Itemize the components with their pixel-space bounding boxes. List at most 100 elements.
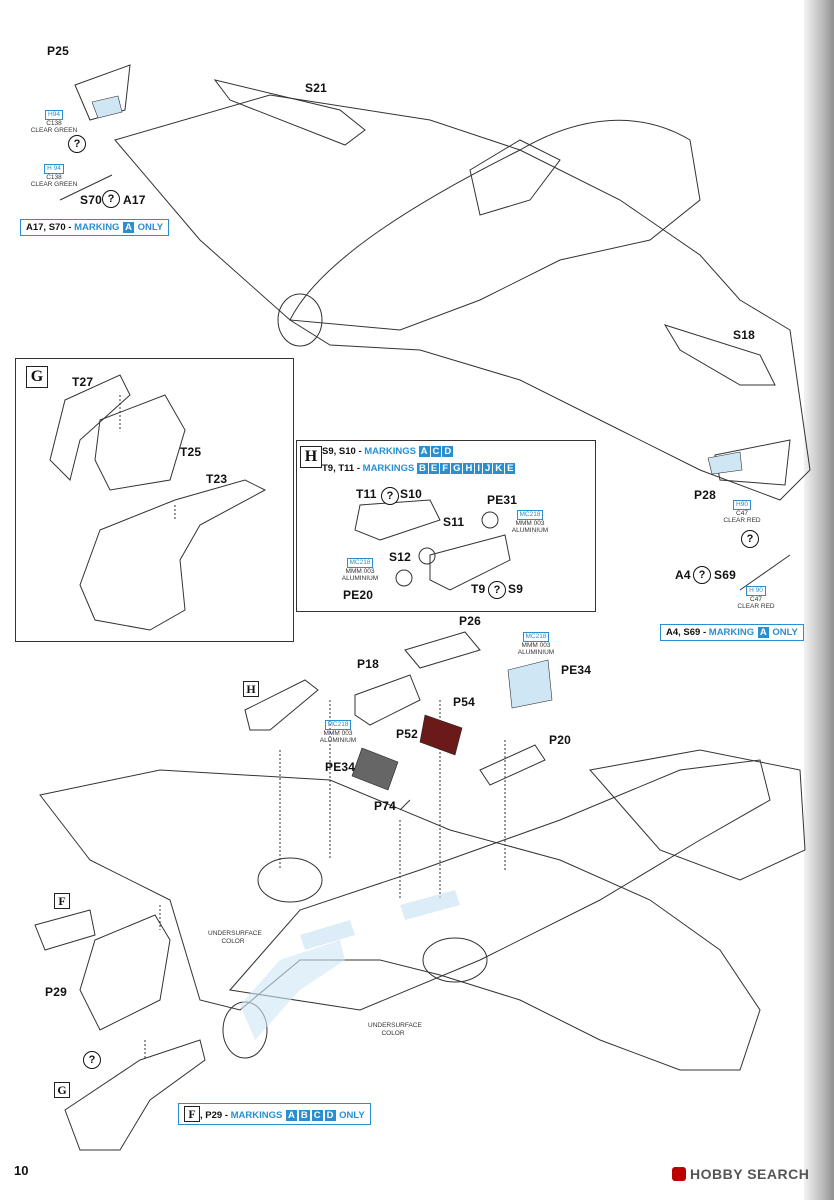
red-panel-p52 xyxy=(419,714,463,756)
label-pe31: PE31 xyxy=(487,493,518,507)
label-p28: P28 xyxy=(694,488,716,502)
p18-part xyxy=(354,674,421,726)
f-note-callout: F xyxy=(184,1106,200,1122)
underside-nose xyxy=(240,940,345,1040)
h-row1-prefix: S9, S10 - xyxy=(322,446,365,457)
f-note-chip: C xyxy=(311,1110,323,1121)
pe20-part xyxy=(395,569,413,587)
color-tag-clear-red-2: H 90 C47 CLEAR RED xyxy=(732,586,780,611)
color-name: ALUMINIUM xyxy=(511,527,549,534)
underside-note-2: UNDERSURFACE COLOR xyxy=(368,1022,422,1037)
underside-panel-1 xyxy=(300,920,355,950)
color-code-2: MMM 003 xyxy=(323,729,353,737)
label-s12: S12 xyxy=(389,550,411,564)
p74-part xyxy=(399,799,411,811)
cockpit-upper xyxy=(469,139,561,216)
label-s21: S21 xyxy=(305,81,327,95)
label-p20: P20 xyxy=(549,733,571,747)
underside-panel-2 xyxy=(400,890,460,920)
s21-flap xyxy=(213,79,366,146)
page-number: 10 xyxy=(14,1163,29,1178)
h-nose-part xyxy=(244,679,319,731)
upper-wing xyxy=(114,94,811,501)
t23-part xyxy=(79,479,267,631)
h-row2-chip: B xyxy=(417,463,428,474)
label-p29: P29 xyxy=(45,985,67,999)
color-tag-clear-green-1: H94 C138 CLEAR GREEN xyxy=(30,110,78,135)
f-note-word: MARKINGS xyxy=(230,1110,283,1121)
color-code-2: C47 xyxy=(736,509,748,517)
f-note-chip: B xyxy=(298,1110,310,1121)
grille-pe34 xyxy=(351,747,399,791)
color-tag-clear-red-1: H90 C47 CLEAR RED xyxy=(718,500,766,525)
question-mark-1: ? xyxy=(68,135,86,153)
label-pe34-a: PE34 xyxy=(561,663,592,677)
h-row1-chip: D xyxy=(442,446,454,457)
a17-note-word: MARKING xyxy=(74,222,120,233)
color-name: ALUMINIUM xyxy=(341,575,379,582)
label-p54: P54 xyxy=(453,695,475,709)
lower-wing xyxy=(39,769,761,1071)
s12-part xyxy=(418,547,436,565)
h-row2-word: MARKINGS xyxy=(362,463,415,474)
color-code-2: MMM 003 xyxy=(515,519,545,527)
label-s69: S69 xyxy=(714,568,736,582)
clear-panel-p25 xyxy=(91,95,123,119)
tailplane-lower xyxy=(589,749,806,881)
s18-flap xyxy=(663,324,776,386)
f-note-suffix: ONLY xyxy=(336,1110,365,1121)
color-code-1: MC218 xyxy=(324,720,352,730)
label-pe34-b: PE34 xyxy=(325,760,356,774)
s9-part xyxy=(429,534,511,591)
label-t23: T23 xyxy=(206,472,228,486)
watermark-icon xyxy=(672,1167,686,1181)
a4-note-chip: A xyxy=(757,627,769,638)
color-code-2: MMM 003 xyxy=(345,567,375,575)
color-code-1: MC218 xyxy=(522,632,550,642)
clear-panel-p28 xyxy=(707,451,743,475)
g-part-lower xyxy=(64,1039,206,1151)
underside-note-2-text: UNDERSURFACE COLOR xyxy=(368,1022,422,1037)
watermark-logo: HOBBY SEARCH xyxy=(672,1166,809,1182)
color-code-1: MC218 xyxy=(516,510,544,520)
label-a4: A4 xyxy=(675,568,691,582)
h-callout: H xyxy=(300,446,322,468)
a4-note-word: MARKING xyxy=(708,627,755,638)
h-row2-chip: E xyxy=(505,463,516,474)
label-s9: S9 xyxy=(508,582,524,596)
color-code-1: MC218 xyxy=(346,558,374,568)
color-code-2: MMM 003 xyxy=(521,641,551,649)
watermark-text: HOBBY SEARCH xyxy=(690,1166,810,1182)
color-name: CLEAR GREEN xyxy=(30,181,78,188)
f-part xyxy=(34,909,96,951)
color-tag-aluminium-pe34-a: MC218 MMM 003 ALUMINIUM xyxy=(514,632,558,657)
label-s18: S18 xyxy=(733,328,755,342)
f-note-chip: A xyxy=(286,1110,297,1121)
a17-strip xyxy=(59,174,113,201)
clear-panel-pe34 xyxy=(507,659,553,709)
h-row2-prefix: T9, T11 - xyxy=(322,463,363,474)
label-p74: P74 xyxy=(374,799,396,813)
p25-shape xyxy=(74,64,131,121)
color-name: ALUMINIUM xyxy=(319,737,357,744)
h-row2-chip: I xyxy=(475,463,482,474)
h-row2-chip: J xyxy=(482,463,493,474)
f-note-prefix: P29 - xyxy=(205,1110,231,1121)
a17-marking-note: A17, S70 - MARKING A ONLY xyxy=(20,219,170,236)
p29-part xyxy=(79,914,171,1031)
label-p26: P26 xyxy=(459,614,481,628)
f-note-chip: D xyxy=(324,1110,336,1121)
s10-part xyxy=(354,499,441,541)
h-row2-chip: H xyxy=(463,463,475,474)
h-row1-word: MARKINGS xyxy=(364,446,416,457)
h-subassembly-frame xyxy=(296,440,596,612)
h-ref-callout: H xyxy=(243,681,259,697)
color-name: CLEAR RED xyxy=(723,517,761,524)
question-mark-3: ? xyxy=(741,530,759,548)
upper-fuselage xyxy=(289,119,701,331)
label-t27: T27 xyxy=(72,375,94,389)
h-row2-chip: G xyxy=(451,463,463,474)
